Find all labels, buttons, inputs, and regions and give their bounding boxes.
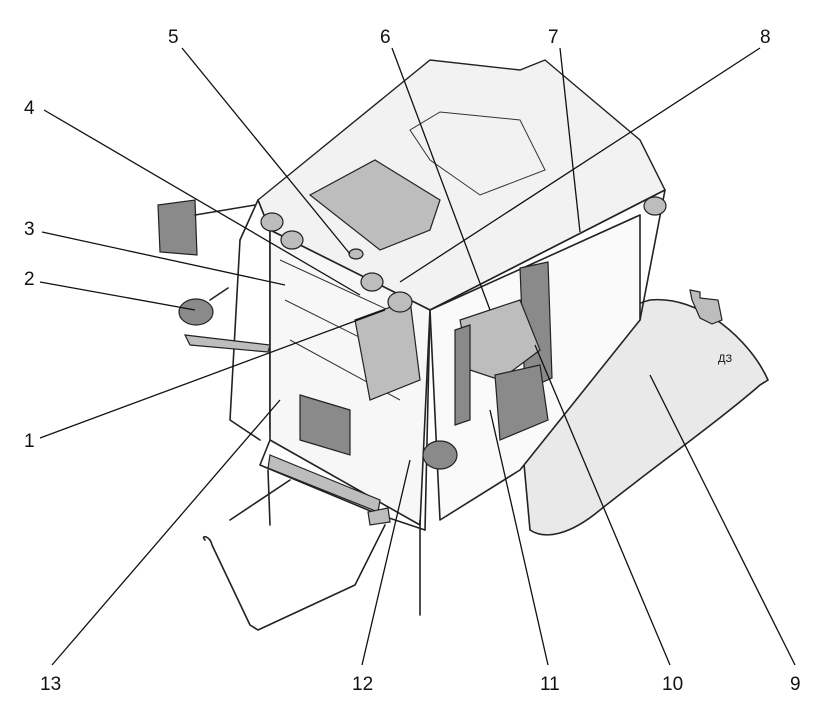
callout-2: 2 [24, 269, 35, 290]
callout-3: 3 [24, 219, 35, 240]
callout-1: 1 [24, 431, 35, 452]
callout-10: 10 [662, 674, 683, 695]
callout-8: 8 [760, 27, 771, 48]
callout-labels: 1 2 3 4 5 6 7 8 9 10 11 12 13 [24, 27, 801, 695]
callout-9: 9 [790, 674, 801, 695]
callout-11: 11 [540, 674, 560, 695]
fender-badge: ДЗ [718, 353, 732, 365]
callout-13: 13 [40, 674, 61, 695]
callout-7: 7 [548, 27, 559, 48]
cab-roof [257, 59, 666, 311]
mirrors-and-lamps [157, 196, 667, 470]
callout-4: 4 [24, 98, 35, 119]
steps-and-handrail [202, 469, 421, 631]
leader-lines [39, 47, 796, 666]
callout-12: 12 [352, 674, 373, 695]
callout-6: 6 [380, 27, 391, 48]
callout-5: 5 [168, 27, 179, 48]
